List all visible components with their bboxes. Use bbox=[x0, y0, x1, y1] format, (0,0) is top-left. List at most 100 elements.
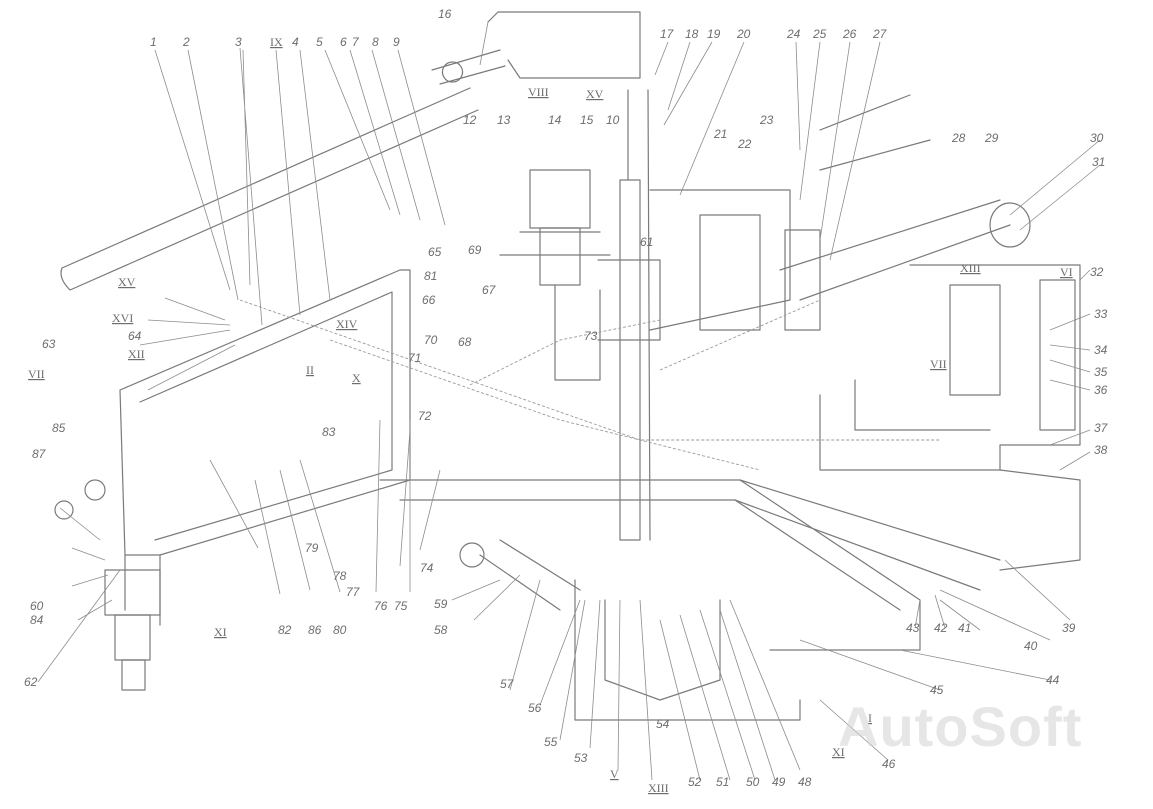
roman-XII: XII bbox=[128, 347, 145, 361]
callout-25: 25 bbox=[812, 27, 827, 41]
callout-86: 86 bbox=[308, 623, 322, 637]
callout-23: 23 bbox=[759, 113, 774, 127]
callout-78: 78 bbox=[333, 569, 347, 583]
callout-22: 22 bbox=[737, 137, 752, 151]
callout-35: 35 bbox=[1094, 365, 1108, 379]
roman-VII-right: VII bbox=[930, 357, 947, 371]
roman-IX: IX bbox=[270, 35, 283, 49]
roman-XVI: XVI bbox=[112, 311, 133, 325]
callout-53: 53 bbox=[574, 751, 588, 765]
callout-2: 2 bbox=[182, 35, 190, 49]
callout-27: 27 bbox=[872, 27, 888, 41]
callout-70: 70 bbox=[424, 333, 438, 347]
callout-44: 44 bbox=[1046, 673, 1060, 687]
roman-XIII-bottom: XIII bbox=[648, 781, 669, 795]
callout-87: 87 bbox=[32, 447, 47, 461]
callout-56: 56 bbox=[528, 701, 542, 715]
callout-57: 57 bbox=[500, 677, 515, 691]
outline-lower-frame bbox=[379, 479, 1001, 721]
callout-59: 59 bbox=[434, 597, 448, 611]
callout-48: 48 bbox=[798, 775, 812, 789]
callout-66: 66 bbox=[422, 293, 436, 307]
roman-XIV: XIV bbox=[336, 317, 358, 331]
callout-80: 80 bbox=[333, 623, 347, 637]
callout-37: 37 bbox=[1094, 421, 1109, 435]
roman-V: V bbox=[610, 767, 619, 781]
callout-16: 16 bbox=[438, 7, 452, 21]
callout-19: 19 bbox=[707, 27, 721, 41]
callout-69: 69 bbox=[468, 243, 482, 257]
callout-28: 28 bbox=[951, 131, 966, 145]
roman-XI-bottom: XI bbox=[832, 745, 845, 759]
watermark-logo: AutoSoft bbox=[838, 695, 1083, 758]
callout-55: 55 bbox=[544, 735, 558, 749]
outline-right-housing bbox=[819, 202, 1081, 571]
callout-45: 45 bbox=[930, 683, 944, 697]
callout-34: 34 bbox=[1094, 343, 1108, 357]
callout-20: 20 bbox=[736, 27, 751, 41]
roman-II: II bbox=[306, 363, 314, 377]
callout-labels: 16 1 2 3 4 5 6 7 8 9 17 18 19 20 24 25 2… bbox=[24, 7, 1109, 789]
roman-XV-left: XV bbox=[118, 275, 136, 289]
callout-12: 12 bbox=[463, 113, 477, 127]
callout-81: 81 bbox=[424, 269, 437, 283]
roman-callouts: IX VIII XV XV XVI XII VII XIV X II XIII … bbox=[28, 35, 1073, 795]
callout-67: 67 bbox=[482, 283, 497, 297]
outline-left-assembly bbox=[54, 479, 161, 691]
callout-33: 33 bbox=[1094, 307, 1108, 321]
outline-center-block bbox=[499, 89, 661, 541]
callout-85: 85 bbox=[52, 421, 66, 435]
callout-82: 82 bbox=[278, 623, 292, 637]
callout-42: 42 bbox=[934, 621, 948, 635]
callout-68: 68 bbox=[458, 335, 472, 349]
callout-76: 76 bbox=[374, 599, 388, 613]
callout-75: 75 bbox=[394, 599, 408, 613]
callout-83: 83 bbox=[322, 425, 336, 439]
roman-XV: XV bbox=[586, 87, 604, 101]
callout-14: 14 bbox=[548, 113, 562, 127]
callout-39: 39 bbox=[1062, 621, 1076, 635]
callout-15: 15 bbox=[580, 113, 594, 127]
callout-6: 6 bbox=[340, 35, 347, 49]
roman-XIII: XIII bbox=[960, 261, 981, 275]
callout-10: 10 bbox=[606, 113, 620, 127]
callout-62: 62 bbox=[24, 675, 38, 689]
callout-77: 77 bbox=[346, 585, 361, 599]
callout-65: 65 bbox=[428, 245, 442, 259]
callout-26: 26 bbox=[842, 27, 857, 41]
callout-60: 60 bbox=[30, 599, 44, 613]
callout-8: 8 bbox=[372, 35, 379, 49]
callout-4: 4 bbox=[292, 35, 299, 49]
callout-73: 73 bbox=[584, 329, 598, 343]
callout-52: 52 bbox=[688, 775, 702, 789]
outline-pipes bbox=[239, 299, 940, 471]
callout-54: 54 bbox=[656, 717, 670, 731]
callout-38: 38 bbox=[1094, 443, 1108, 457]
callout-36: 36 bbox=[1094, 383, 1108, 397]
callout-24: 24 bbox=[786, 27, 801, 41]
callout-51: 51 bbox=[716, 775, 729, 789]
outline-top-line bbox=[431, 11, 641, 85]
roman-VI: VI bbox=[1060, 265, 1073, 279]
leader-lines bbox=[37, 21, 1101, 781]
roman-XVIII: VIII bbox=[528, 85, 549, 99]
callout-3: 3 bbox=[235, 35, 242, 49]
callout-71: 71 bbox=[408, 351, 421, 365]
callout-50: 50 bbox=[746, 775, 760, 789]
callout-61: 61 bbox=[640, 235, 653, 249]
callout-84: 84 bbox=[30, 613, 44, 627]
roman-X: X bbox=[352, 371, 361, 385]
outline-right-upper-block bbox=[649, 94, 1011, 331]
callout-21: 21 bbox=[713, 127, 727, 141]
callout-79: 79 bbox=[305, 541, 319, 555]
roman-XI: XI bbox=[214, 625, 227, 639]
callout-49: 49 bbox=[772, 775, 786, 789]
callout-64: 64 bbox=[128, 329, 142, 343]
callout-41: 41 bbox=[958, 621, 971, 635]
callout-58: 58 bbox=[434, 623, 448, 637]
callout-5: 5 bbox=[316, 35, 323, 49]
callout-29: 29 bbox=[984, 131, 999, 145]
callout-32: 32 bbox=[1090, 265, 1104, 279]
